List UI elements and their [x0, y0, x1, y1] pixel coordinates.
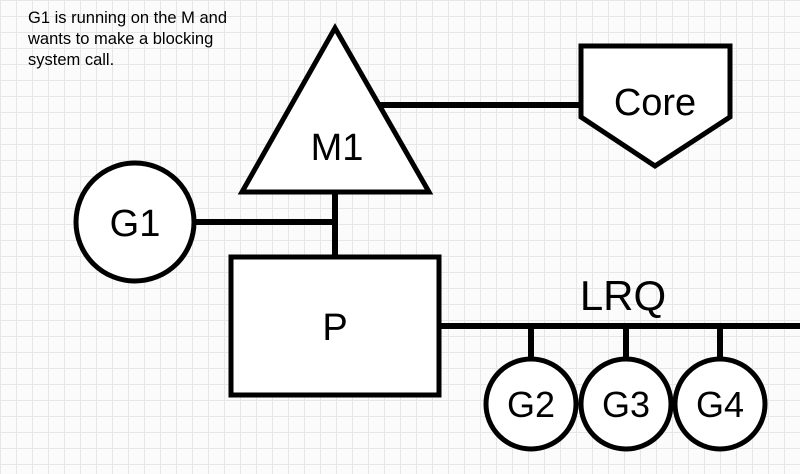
caption-line-1: G1 is running on the M and [28, 9, 228, 27]
g2-label: G2 [507, 384, 555, 425]
g2-circle [483, 356, 579, 452]
lrq-label: LRQ [580, 272, 666, 319]
core-pentagon [578, 43, 733, 169]
core-label: Core [614, 82, 696, 124]
m1-triangle [237, 22, 434, 195]
p-label: P [322, 307, 347, 349]
g1-circle [73, 160, 197, 284]
g1-label: G1 [110, 203, 161, 245]
g4-label: G4 [696, 384, 744, 425]
caption: G1 is running on the M and wants to make… [28, 8, 227, 71]
caption-line-2: wants to make a blocking [28, 30, 214, 49]
p-rectangle [228, 254, 442, 398]
m1-label: M1 [311, 127, 364, 169]
caption-line-3: system call. [28, 51, 115, 70]
g3-circle [578, 356, 674, 452]
g4-circle [672, 356, 768, 452]
g3-label: G3 [602, 384, 650, 425]
